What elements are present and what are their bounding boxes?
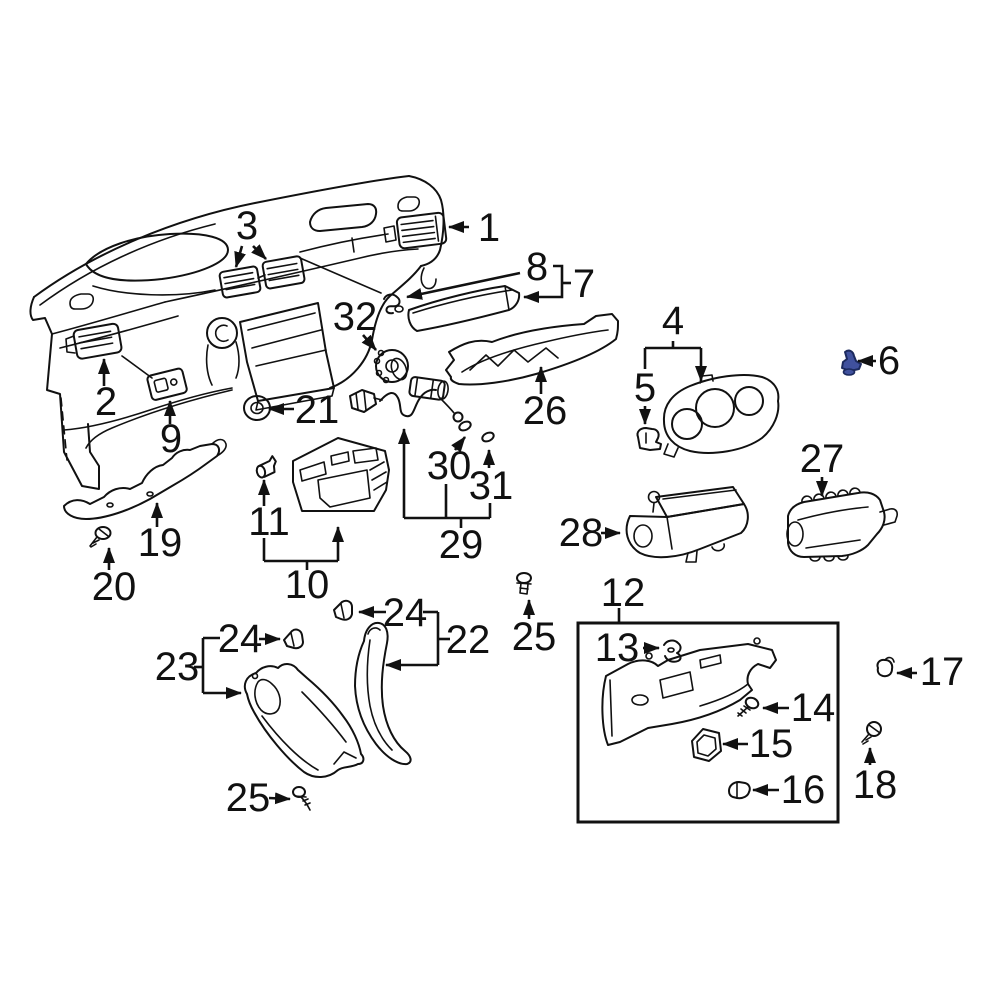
- callout-label-3: 3: [236, 204, 258, 248]
- side-vent-right-1: [395, 211, 448, 250]
- callouts-layer: 1234567891011121314151617181920212223242…: [92, 204, 965, 820]
- storage-box-28: [625, 486, 749, 563]
- callout-label-7: 7: [573, 262, 595, 306]
- screw-25-left: [292, 786, 311, 811]
- socket-ring-32: [373, 349, 409, 384]
- group-box-12: [576, 621, 840, 824]
- callout-label-19: 19: [138, 521, 183, 565]
- harness-29: [349, 376, 464, 423]
- console-panel-23: [243, 663, 365, 778]
- garnish-7: [407, 285, 521, 332]
- clip-6: [841, 349, 862, 376]
- instrument-panel: [29, 175, 445, 490]
- callout-label-9: 9: [160, 417, 182, 461]
- callout-leader-8: [523, 264, 564, 303]
- callout-label-32: 32: [333, 295, 378, 339]
- callout-label-8: 8: [526, 245, 548, 289]
- callout-label-13: 13: [595, 626, 640, 670]
- callout-label-14: 14: [791, 686, 836, 730]
- clip-17: [876, 656, 895, 678]
- clip-5: [636, 427, 662, 451]
- callout-label-4: 4: [662, 299, 684, 343]
- clip-8: [383, 293, 404, 315]
- clip-16: [728, 781, 751, 800]
- callout-label-1: 1: [478, 206, 500, 250]
- callout-label-22: 22: [446, 618, 491, 662]
- callout-leader-25: [268, 792, 291, 805]
- screw-18: [861, 721, 882, 745]
- callout-leader-32: [361, 334, 377, 351]
- tray-26: [445, 313, 619, 386]
- callout-label-25: 25: [226, 776, 271, 820]
- callout-label-25: 25: [512, 615, 557, 659]
- callout-label-16: 16: [781, 768, 826, 812]
- center-panel-10: [292, 437, 390, 512]
- cap-31: [481, 431, 495, 443]
- callout-label-26: 26: [523, 389, 568, 433]
- callout-label-27: 27: [800, 437, 845, 481]
- callout-leader-8: [406, 271, 521, 300]
- callout-label-11: 11: [248, 500, 290, 544]
- callout-label-6: 6: [878, 339, 900, 383]
- callout-label-12: 12: [601, 571, 646, 615]
- clip-25-middle: [516, 572, 532, 595]
- callout-label-31: 31: [469, 464, 514, 508]
- alignment-dash-line: [60, 397, 68, 461]
- callout-leader-30: [451, 436, 467, 453]
- cluster-bezel-4: [662, 374, 780, 458]
- screw-14: [737, 696, 760, 717]
- callout-label-10: 10: [285, 563, 330, 607]
- callout-label-17: 17: [920, 650, 965, 694]
- trim-22: [354, 621, 412, 766]
- callout-label-5: 5: [634, 366, 656, 410]
- callout-label-24: 24: [383, 591, 428, 635]
- screw-20: [89, 526, 112, 548]
- callout-label-28: 28: [559, 511, 604, 555]
- cap-30: [458, 420, 472, 432]
- callout-leader-3: [251, 244, 267, 260]
- clip-11: [255, 455, 277, 479]
- center-vents-3: [218, 255, 306, 299]
- switch-hole-cover-9: [146, 367, 188, 401]
- callout-label-20: 20: [92, 565, 137, 609]
- callout-label-15: 15: [749, 722, 794, 766]
- callout-label-2: 2: [95, 380, 117, 424]
- callout-label-23: 23: [155, 645, 200, 689]
- cover-15: [691, 728, 722, 762]
- callout-label-21: 21: [295, 388, 340, 432]
- side-vent-left-2: [65, 322, 153, 379]
- callout-label-29: 29: [439, 523, 484, 567]
- lower-panel-12: [601, 637, 777, 746]
- clip-24-left: [283, 628, 304, 650]
- vent-leader-line: [299, 257, 382, 294]
- airbag-module-27: [786, 487, 898, 562]
- clip-13: [663, 639, 682, 663]
- clip-24-right: [333, 599, 353, 621]
- callout-label-24: 24: [218, 617, 263, 661]
- callout-label-18: 18: [853, 763, 898, 807]
- brace-19: [63, 438, 227, 520]
- callout-leader-3: [234, 245, 246, 268]
- callout-label-30: 30: [427, 444, 472, 488]
